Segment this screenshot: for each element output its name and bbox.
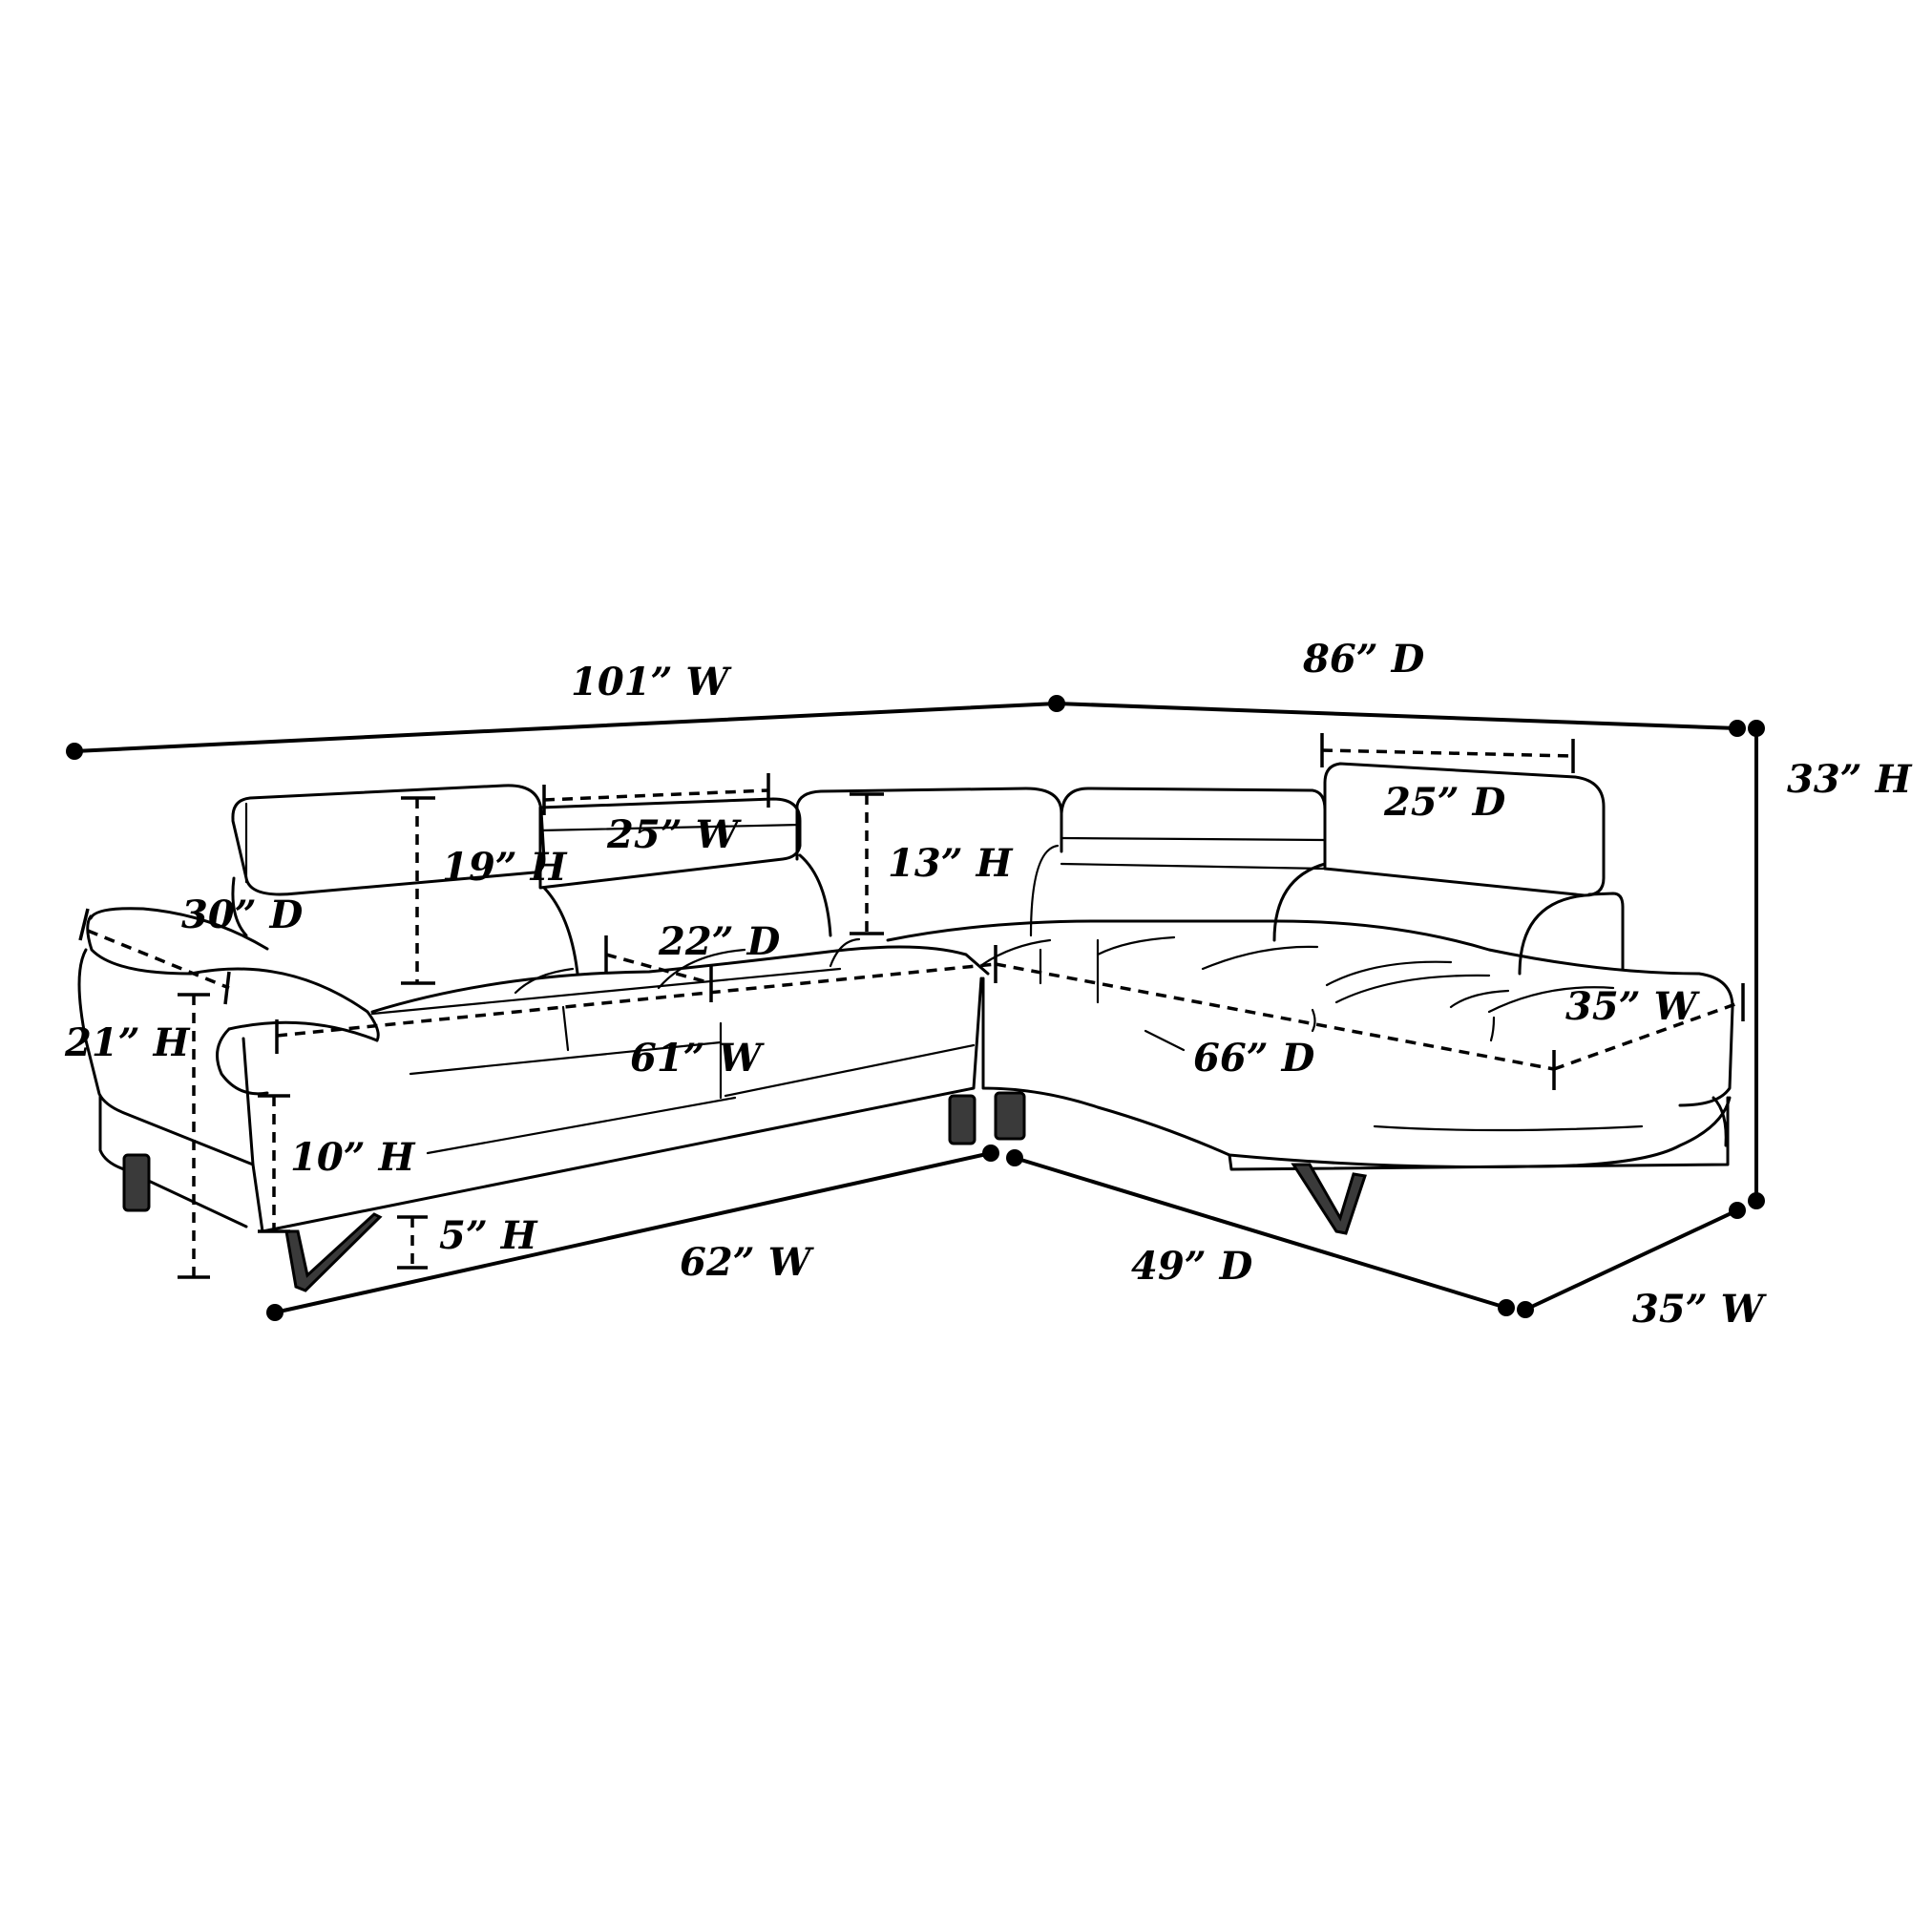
overall-depth-label: 86” D [1302, 637, 1425, 682]
middle-back [795, 787, 1063, 861]
base-depth-line [1013, 1156, 1508, 1310]
left-headrest [231, 784, 546, 896]
headrest-height-label: 19” H [442, 845, 568, 890]
seat-height-label: 10” H [290, 1135, 416, 1180]
chaise-base-width-line [1523, 1208, 1739, 1312]
leg-height-label: 5” H [439, 1213, 538, 1258]
middle-headrest [538, 797, 802, 890]
left-seat-front [242, 976, 983, 1233]
overall-width-line [73, 702, 1059, 753]
left-seat [370, 945, 990, 1014]
back-height-label: 13” H [888, 841, 1014, 886]
chaise-seat-depth-dash [995, 962, 1555, 1071]
chaise-seat-depth-label: 66” D [1193, 1036, 1315, 1081]
dimension-labels: 101” W 86” D 33” H 19” H 25” W 25” D 13”… [64, 637, 1913, 1332]
arm-height-label: 21” H [64, 1020, 191, 1065]
chaise-seat [1277, 919, 1734, 1107]
leg-v-right [1291, 1163, 1367, 1235]
chaise-seat-width-label: 35” W [1565, 984, 1701, 1029]
corner-seat [886, 919, 1281, 942]
overall-width-label: 101” W [571, 660, 732, 704]
seat-width-label: 61” W [630, 1036, 766, 1081]
left-back-cushion [542, 886, 579, 976]
base-width-line [273, 1151, 993, 1314]
seat-width-dash [276, 962, 997, 1038]
leg-v-left [284, 1212, 383, 1292]
base-width-label: 62” W [680, 1240, 815, 1285]
leg-middle-b [994, 1091, 1026, 1141]
headrest-depth-label: 25” D [1383, 780, 1506, 825]
chaise-base-width-label: 35” W [1632, 1287, 1768, 1332]
corner-back [1060, 787, 1327, 869]
sofa-legs [122, 1091, 1367, 1292]
seat-depth-label: 22” D [658, 919, 781, 964]
base-depth-label: 49” D [1131, 1244, 1253, 1289]
chaise-front [981, 976, 1732, 1168]
leg-front-left [122, 1153, 151, 1212]
arm-depth-dash [87, 929, 230, 990]
overall-depth-line [1055, 702, 1739, 730]
left-arm [86, 914, 380, 1042]
leg-middle-a [948, 1094, 976, 1145]
right-arm [1587, 892, 1625, 971]
headrest-depth-dash [1321, 748, 1574, 758]
overall-height-label: 33” H [1787, 757, 1913, 802]
dimension-lines [66, 695, 1765, 1321]
seat-depth-dash [605, 953, 712, 985]
headrest-width-dash [543, 788, 769, 802]
arm-depth-label: 30” D [181, 892, 304, 937]
chaise-seat-width-dash [1553, 1002, 1736, 1071]
headrest-width-label: 25” W [606, 812, 743, 857]
